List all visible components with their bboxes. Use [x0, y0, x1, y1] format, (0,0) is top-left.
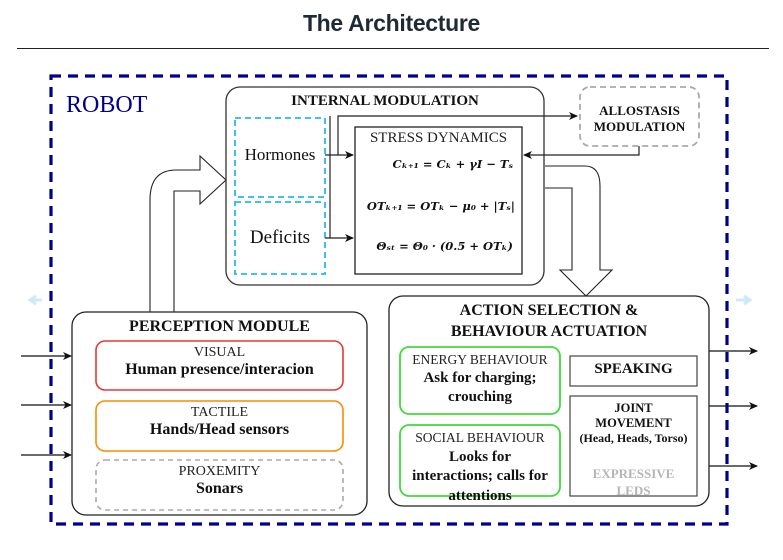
- energy-category: ENERGY BEHAVIOUR: [412, 352, 548, 367]
- social-behaviour: SOCIAL BEHAVIOUR Looks for interactions;…: [400, 428, 560, 506]
- visual-box: [95, 340, 344, 391]
- tactile-sensor: TACTILE Hands/Head sensors: [96, 405, 343, 439]
- leds-line2: LEDS: [616, 483, 651, 498]
- action-title-line2: BEHAVIOUR ACTUATION: [450, 323, 648, 340]
- equation-threshold: Θₛₜ = Θ₀ · (0.5 + OTₖ): [376, 239, 513, 253]
- faint-right-arrow-icon: [736, 294, 753, 306]
- action-module-title: ACTION SELECTION & BEHAVIOUR ACTUATION: [389, 300, 709, 342]
- speaking-label: SPEAKING: [594, 361, 673, 377]
- social-behaviour-box: [399, 424, 561, 497]
- perception-module-box: [71, 311, 368, 516]
- perception-to-modulation-arrow: [149, 154, 227, 312]
- action-title-line1: ACTION SELECTION &: [459, 302, 639, 319]
- proxemity-category: PROXEMITY: [178, 464, 261, 479]
- energy-detail-line1: Ask for charging;: [423, 370, 537, 386]
- visual-sensor: VISUAL Human presence/interacion: [96, 345, 343, 379]
- energy-detail-line2: crouching: [448, 389, 512, 405]
- page-title: The Architecture: [302, 10, 481, 36]
- tactile-category: TACTILE: [190, 405, 249, 420]
- hormones-box: [234, 117, 326, 198]
- expressive-leds-label: EXPRESSIVE LEDS: [570, 465, 697, 499]
- social-detail-line2: interactions; calls for: [412, 468, 548, 484]
- joint-line2: MOVEMENT: [595, 416, 672, 430]
- deficits-to-stress-arrow: [325, 116, 331, 239]
- allostasis-to-stress-arrow: [523, 146, 640, 159]
- equation-cortisol: Cₖ₊₁ = Cₖ + γI − Tₛ: [392, 157, 513, 171]
- social-category: SOCIAL BEHAVIOUR: [415, 430, 545, 445]
- tactile-box: [95, 400, 344, 452]
- internal-modulation-title: INTERNAL MODULATION: [291, 93, 479, 109]
- internal-modulation-box: [225, 86, 545, 286]
- allostasis-line2: MODULATION: [593, 119, 686, 134]
- action-module-box: [388, 295, 710, 507]
- joint-movement-label: JOINT MOVEMENT (Head, Heads, Torso): [570, 401, 697, 446]
- faint-left-arrow-icon: [27, 294, 42, 306]
- perception-module-title: PERCEPTION MODULE: [129, 318, 310, 335]
- visual-category: VISUAL: [193, 345, 246, 360]
- allostasis-line1: ALLOSTASIS: [599, 103, 680, 118]
- modulation-to-action-arrow: [545, 165, 614, 297]
- title-divider: [17, 48, 769, 49]
- allostasis-label: ALLOSTASIS MODULATION: [580, 103, 699, 135]
- speaking-box: [569, 355, 698, 387]
- stress-dynamics-box: [354, 126, 523, 275]
- proxemity-detail: Sonars: [195, 480, 244, 497]
- joint-movement-box: [569, 395, 698, 497]
- allostasis-box: [579, 86, 700, 147]
- energy-behaviour: ENERGY BEHAVIOUR Ask for charging; crouc…: [400, 350, 560, 407]
- joint-line3: (Head, Heads, Torso): [579, 431, 688, 445]
- tactile-detail: Hands/Head sensors: [149, 421, 290, 438]
- robot-label: ROBOT: [66, 92, 148, 118]
- proxemity-sensor: PROXEMITY Sonars: [96, 464, 343, 498]
- joint-line1: JOINT: [614, 401, 653, 415]
- stress-to-allostasis-arrow: [337, 112, 578, 155]
- energy-behaviour-box: [399, 346, 561, 415]
- social-detail-line1: Looks for: [448, 448, 512, 465]
- leds-line1: EXPRESSIVE: [592, 466, 675, 481]
- stress-dynamics-title: STRESS DYNAMICS: [369, 130, 508, 146]
- equation-oxytocin: OTₖ₊₁ = OTₖ − μ₀ + |Tₛ|: [366, 199, 515, 213]
- hormones-label: Hormones: [244, 145, 316, 164]
- deficits-label: Deficits: [249, 227, 311, 248]
- visual-detail: Human presence/interacion: [125, 361, 314, 378]
- robot-boundary: [49, 74, 729, 526]
- social-detail-line3: attentions: [448, 487, 512, 504]
